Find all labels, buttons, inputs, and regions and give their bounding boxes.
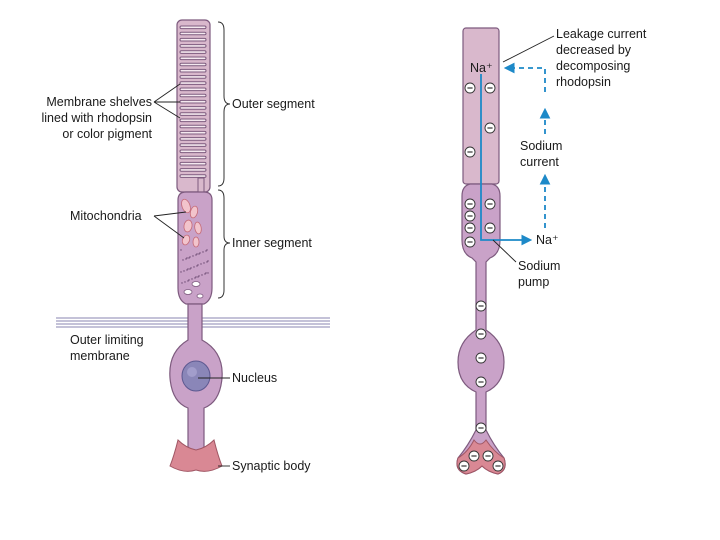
rod-cell-currents: Na⁺ Na⁺ Leakage current decreased by dec… — [456, 27, 647, 475]
negative-ion — [475, 352, 487, 364]
negative-ion — [464, 198, 476, 210]
negative-ion — [492, 460, 504, 472]
negative-ion — [484, 82, 496, 94]
membrane-shelves-leaders — [153, 83, 181, 119]
negative-ion — [482, 450, 494, 462]
negative-ion — [475, 328, 487, 340]
inner-segment-label: Inner segment — [232, 236, 312, 250]
negative-ion — [464, 146, 476, 158]
sodium-pump-label-2: pump — [518, 275, 549, 289]
negative-ion — [484, 198, 496, 210]
negative-ion — [464, 236, 476, 248]
sodium-flow-path — [480, 74, 533, 246]
negative-ions — [458, 82, 504, 472]
sodium-pump-leader — [492, 239, 517, 263]
outer-segment-bracket — [217, 21, 231, 187]
nucleus-shape — [181, 360, 211, 392]
negative-ion — [475, 376, 487, 388]
negative-ion — [484, 222, 496, 234]
negative-ion — [484, 122, 496, 134]
synaptic-body-label: Synaptic body — [232, 459, 311, 473]
membrane-shelves-label-2: lined with rhodopsin — [42, 111, 153, 125]
nucleus-label: Nucleus — [232, 371, 277, 385]
na-ion-top-label: Na⁺ — [470, 61, 493, 75]
outer-limiting-membrane-label-2: membrane — [70, 349, 130, 363]
sodium-pump-label-1: Sodium — [518, 259, 560, 273]
mitochondria-label: Mitochondria — [70, 209, 142, 223]
negative-ion — [458, 460, 470, 472]
negative-ion — [475, 422, 487, 434]
mitochondria-cluster — [181, 198, 202, 248]
inner-segment — [177, 191, 213, 305]
sodium-current-label-2: current — [520, 155, 559, 169]
negative-ion — [464, 210, 476, 222]
mitochondria-leaders — [153, 211, 187, 239]
leakage-current-label-2: decreased by — [556, 43, 632, 57]
negative-ion — [475, 300, 487, 312]
negative-ion — [468, 450, 480, 462]
leakage-leader — [502, 35, 555, 63]
membrane-shelves-label-1: Membrane shelves — [46, 95, 152, 109]
sodium-current-dashed — [503, 62, 551, 228]
outer-segment-label: Outer segment — [232, 97, 315, 111]
negative-ion — [464, 82, 476, 94]
inner-segment-bracket — [217, 189, 231, 299]
membrane-shelves-label-3: or color pigment — [62, 127, 152, 141]
outer-limiting-membrane-label-1: Outer limiting — [70, 333, 144, 347]
leakage-current-label-4: rhodopsin — [556, 75, 611, 89]
rod-cell-anatomy: Membrane shelves lined with rhodopsin or… — [42, 19, 330, 473]
leakage-current-label-3: decomposing — [556, 59, 630, 73]
negative-ion — [464, 222, 476, 234]
sodium-current-label-1: Sodium — [520, 139, 562, 153]
leakage-current-label-1: Leakage current — [556, 27, 647, 41]
outer-segment — [176, 19, 211, 193]
na-ion-pump-label: Na⁺ — [536, 233, 559, 247]
